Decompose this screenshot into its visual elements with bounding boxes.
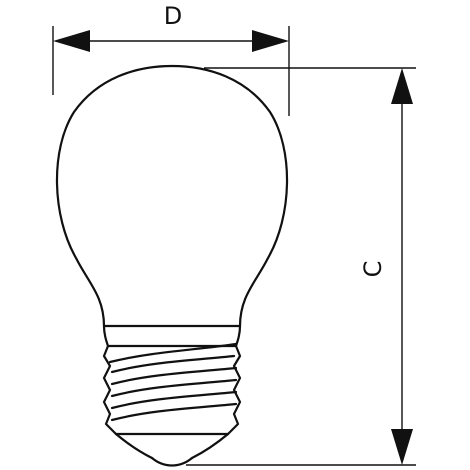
dimension-d: D: [52, 2, 290, 116]
dimension-c: C: [186, 67, 416, 466]
dimension-c-top-arrow: [391, 68, 413, 104]
base-tip: [114, 432, 230, 467]
base-collar: [102, 324, 242, 348]
dimension-c-label: C: [359, 261, 387, 278]
dimension-d-left-arrow: [53, 30, 90, 52]
dimension-d-label: D: [164, 2, 182, 30]
bulb-glass-outline: [55, 64, 289, 328]
screw-thread: [102, 342, 242, 436]
dimension-c-bottom-arrow: [391, 429, 413, 465]
dimension-d-right-arrow: [252, 30, 289, 52]
